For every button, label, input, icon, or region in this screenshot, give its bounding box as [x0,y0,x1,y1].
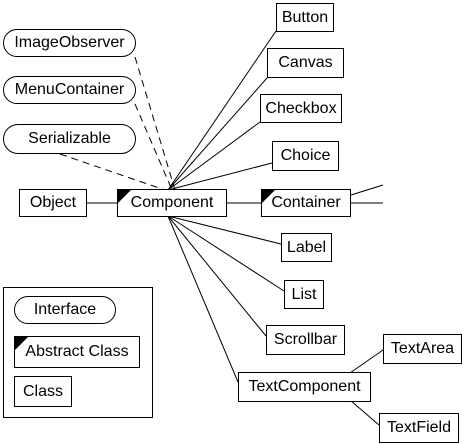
node-textarea: TextArea [383,334,462,364]
link-component-scrollbar [167,215,267,337]
node-choice: Choice [272,141,339,171]
node-textcomponent: TextComponent [238,372,371,402]
node-container: Container [261,189,351,217]
legend-abstract-class: Abstract Class [14,336,140,368]
node-textfield: TextField [379,413,459,443]
link-component-choice [167,162,273,191]
node-imageobserver: ImageObserver [3,29,136,57]
node-serializable: Serializable [3,124,136,154]
link-textcomponent-textfield [349,399,380,426]
node-scrollbar: Scrollbar [266,325,345,355]
node-canvas: Canvas [267,48,344,78]
node-label: Label [281,233,332,262]
link-menucontainer-component [134,103,173,191]
link-component-canvas [167,77,268,191]
link-component-list [167,215,285,292]
link-component-textcomponent [167,215,239,383]
node-button: Button [276,3,334,32]
link-component-checkbox [167,121,261,191]
node-component: Component [117,189,227,217]
node-object: Object [19,189,87,217]
link-imageobserver-component [134,56,176,191]
link-component-label [167,215,282,245]
link-serializable-component [59,153,166,191]
link-component-button [167,30,277,191]
legend-class: Class [14,376,72,407]
node-checkbox: Checkbox [260,94,342,123]
legend-box [3,287,153,418]
link-container-continues-top [350,184,384,196]
node-list: List [284,280,324,309]
legend-interface: Interface [14,296,116,324]
link-textcomponent-textarea [349,349,384,374]
node-menucontainer: MenuContainer [3,76,136,104]
